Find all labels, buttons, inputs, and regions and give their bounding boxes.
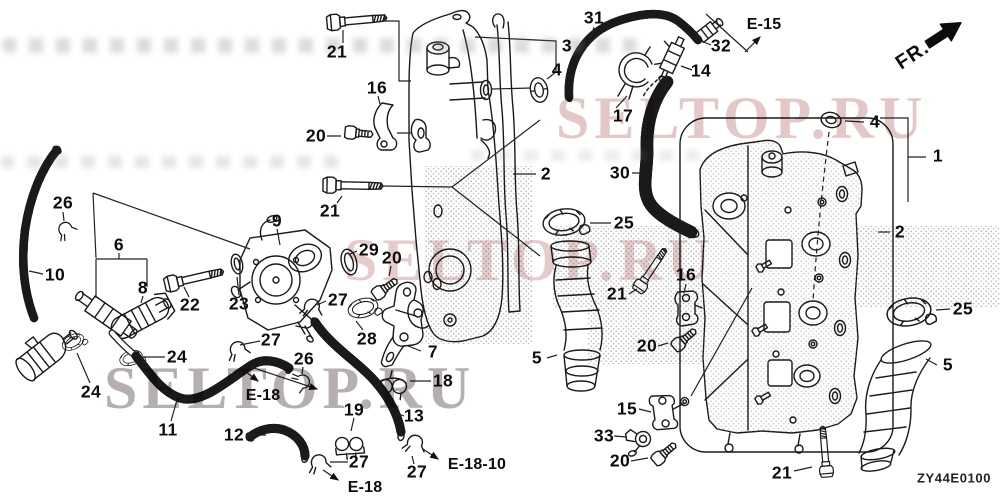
part-duct-5-right xyxy=(858,340,932,472)
part-bolt-21b xyxy=(322,176,384,195)
part-grommet-4-top xyxy=(527,75,551,105)
part-bolt-20a xyxy=(343,124,375,142)
part-clip-27b xyxy=(224,338,252,363)
part-clip-27c xyxy=(306,452,333,476)
part-joint-14-link xyxy=(642,75,663,98)
part-clamp-24b xyxy=(59,328,90,356)
part-stay-15 xyxy=(648,394,690,431)
part-bolt-22 xyxy=(162,263,226,294)
part-clamp-25-left xyxy=(540,205,592,241)
part-hose-11 xyxy=(131,351,294,399)
part-inner-cover-2 xyxy=(407,9,504,343)
part-bolt-21a xyxy=(325,9,389,32)
part-joint-6 xyxy=(74,290,138,339)
part-outer-cover-1 xyxy=(699,139,863,454)
part-tube-31 xyxy=(565,14,703,103)
ref-arrows xyxy=(245,13,761,481)
part-joint-33 xyxy=(624,428,652,457)
part-pump-9 xyxy=(230,215,333,343)
part-clamp-28 xyxy=(345,293,384,323)
part-filter-8 xyxy=(110,292,176,340)
part-stay-16a xyxy=(373,102,398,151)
part-gasket-2-right xyxy=(679,117,894,453)
part-bolt-20b xyxy=(369,273,402,303)
part-duct-5-left xyxy=(550,240,603,392)
part-hose-12 xyxy=(245,428,310,464)
part-oring-29 xyxy=(340,248,358,276)
leader-lines xyxy=(28,20,951,472)
fr-direction-arrow: FR. xyxy=(892,22,962,74)
part-clip-27d xyxy=(401,431,429,457)
part-clamp-19 xyxy=(334,436,366,461)
part-stay-7 xyxy=(380,281,424,368)
part-clip-26a xyxy=(52,217,80,243)
part-joint-32 xyxy=(693,17,724,44)
part-bolt-20c xyxy=(649,438,681,468)
part-hose-10 xyxy=(23,145,62,323)
part-clip-cover-edge xyxy=(410,118,431,153)
part-stay-16b xyxy=(674,290,703,327)
part-clip-17 xyxy=(617,46,653,100)
part-tube-30 xyxy=(645,75,700,239)
part-washer-23 xyxy=(230,253,244,275)
part-connector-fuel xyxy=(15,329,78,382)
part-seal-3 xyxy=(492,13,521,313)
part-hose-13 xyxy=(310,317,406,442)
part-clip-26b xyxy=(290,369,313,395)
part-grommet-4-right xyxy=(820,111,842,129)
